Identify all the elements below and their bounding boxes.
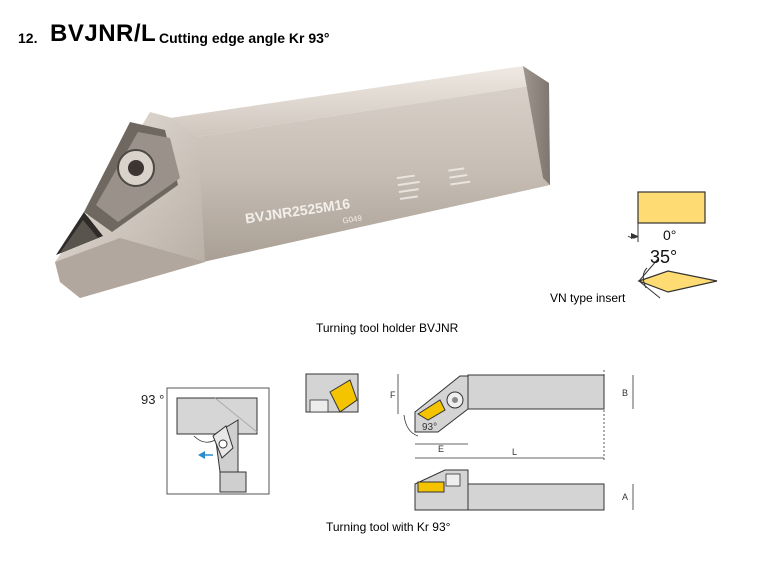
kr-caption: Turning tool with Kr 93° [326, 520, 451, 534]
insert-angle-label: 35° [650, 247, 677, 267]
insert-side-view [637, 191, 706, 224]
drawing-angle-label: 93° [422, 422, 437, 433]
rake-angle-label: 0° [663, 227, 676, 243]
photo-engraving-marks [396, 167, 471, 200]
photo-subcode: G049 [342, 214, 363, 226]
section-number: 12. [18, 30, 38, 46]
kr-angle-label: 93 ° [141, 392, 164, 407]
dim-a-label: A [622, 492, 628, 502]
dim-f-label: F [390, 390, 396, 400]
dim-b-label: B [622, 388, 628, 398]
insert-top-view [637, 270, 718, 293]
holder-caption: Turning tool holder BVJNR [316, 321, 459, 335]
cutting-edge-description: Cutting edge angle Kr 93° [159, 30, 330, 46]
insert-caption: VN type insert [550, 291, 626, 305]
dim-l-label: L [512, 447, 517, 457]
dim-e-label: E [438, 444, 444, 454]
model-title: BVJNR/L [50, 20, 157, 47]
